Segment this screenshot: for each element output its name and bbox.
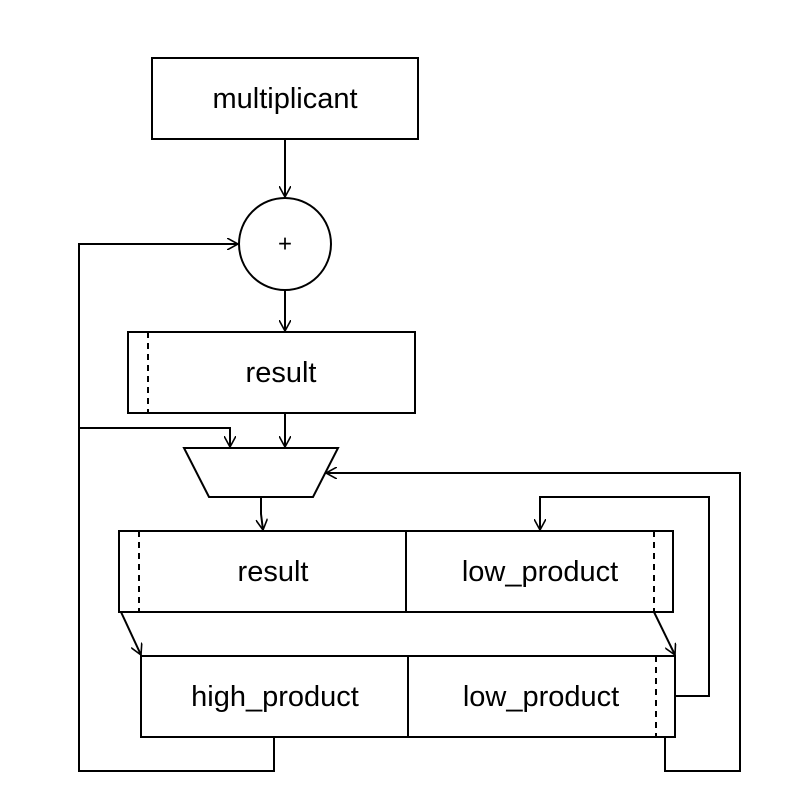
output-register-high-product-label: high_product [191,681,359,713]
multiplicand-label: multiplicant [212,83,357,115]
arrow-mux-to-combined-register [261,497,263,530]
feedback-high-product-to-adder [78,244,275,772]
multiplexer [182,447,340,498]
feedback-high-product-to-mux [79,427,230,447]
combined-register-result-label: result [238,556,309,588]
output-register-low-product-label: low_product [463,681,619,713]
result-register-label: result [246,357,317,389]
adder-plus-symbol: + [278,231,292,258]
shift-arrow-left [120,611,141,655]
combined-register [118,530,674,613]
combined-register-low-product-label: low_product [462,556,618,588]
result-register [127,331,416,414]
feedback-low-product-to-combined [540,496,710,697]
feedback-low-product-to-mux [326,473,741,772]
shift-arrow-right [653,611,675,655]
